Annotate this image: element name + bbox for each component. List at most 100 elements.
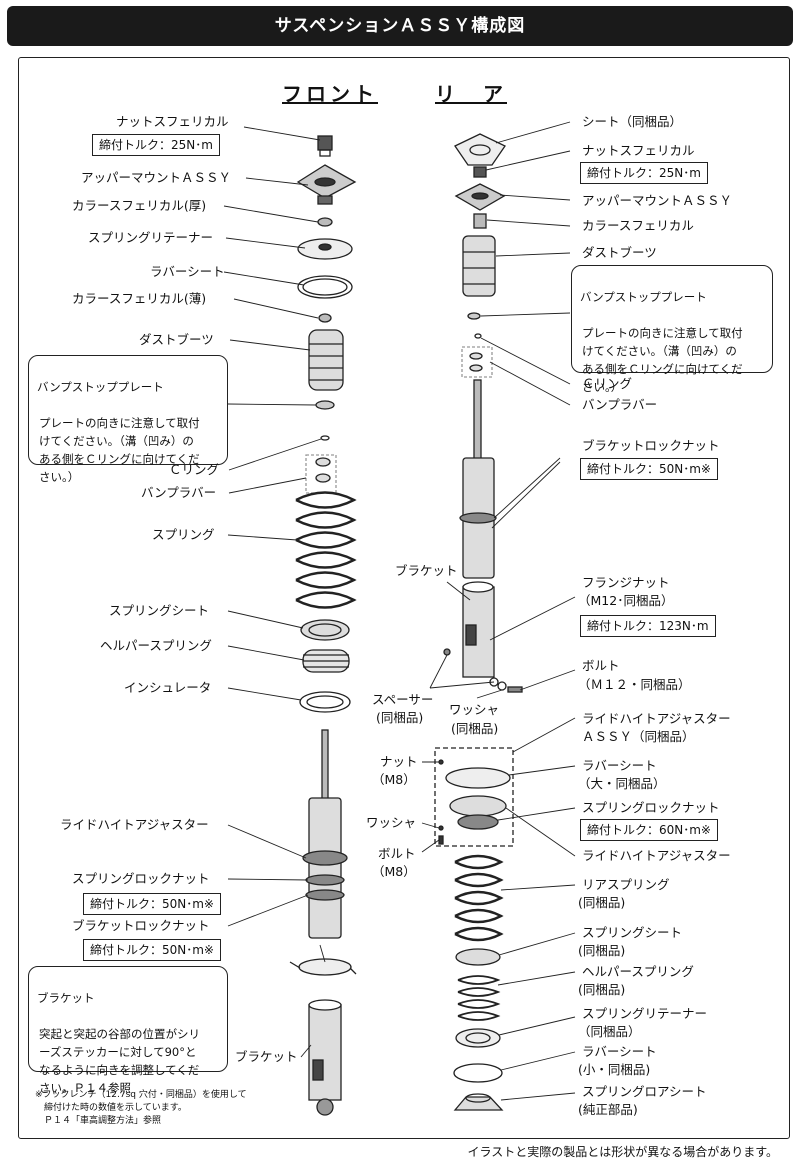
- rear-c-ring-label: Ｃリング: [582, 376, 633, 391]
- rear-dust-boots-label: ダストブーツ: [582, 245, 657, 260]
- rear-flange-nut-sub: （M12･同梱品）: [578, 593, 674, 608]
- front-spring-retainer: [297, 238, 353, 260]
- front-damper: [302, 729, 348, 939]
- rear-bolt-m8-sub: （M8）: [372, 864, 416, 879]
- front-insulator: [299, 691, 351, 713]
- rear-bolt-sub: （Ｍ１２・同梱品）: [578, 677, 691, 692]
- front-spring-seat: [300, 619, 350, 641]
- rear-ride-height-label: ライドハイトアジャスター: [582, 848, 731, 863]
- front-c-ring-label: Ｃリング: [169, 462, 220, 477]
- front-bracket-note-text: 突起と突起の谷部の位置がシリ ーズステッカーに対して90°と なるように向きを調…: [39, 1027, 200, 1095]
- rear-damper: [459, 379, 497, 579]
- rear-washer-sub: (同梱品): [451, 721, 499, 736]
- front-spring-seat-label: スプリングシート: [109, 603, 210, 618]
- rear-bracket: [462, 581, 495, 678]
- disclaimer: イラストと実際の製品とは形状が異なる場合があります。: [467, 1145, 778, 1159]
- rear-bump-plate: [467, 312, 481, 320]
- rear-lower-seat: [453, 1093, 504, 1111]
- rear-spring-label: リアスプリング: [582, 877, 670, 892]
- rear-washer-label: ワッシャ: [449, 702, 500, 717]
- rear-spring-retainer-label: スプリングリテーナー: [582, 1006, 708, 1021]
- front-helper-spring-label: ヘルパースプリング: [100, 638, 212, 653]
- rear-spring-lock-nut-label: スプリングロックナット: [582, 800, 720, 815]
- front-nut-spherical: [317, 135, 333, 157]
- front-collar-thick: [317, 217, 333, 227]
- rear-flange-nut-label: フランジナット: [582, 575, 670, 590]
- rear-heading: リ ア: [435, 82, 507, 106]
- rear-spacer-sub: (同梱品): [376, 710, 424, 725]
- rear-bracket-lock-nut-label: ブラケットロックナット: [582, 438, 720, 453]
- rear-bolt: [507, 686, 523, 693]
- front-spring: [295, 491, 357, 609]
- front-rubber-seat: [297, 275, 353, 299]
- front-insulator-label: インシュレータ: [124, 680, 212, 695]
- front-bracket-label: ブラケット: [235, 1049, 298, 1064]
- front-bracket-lock-nut-label: ブラケットロックナット: [72, 918, 210, 933]
- front-rubber-seat-label: ラバーシート: [150, 264, 225, 279]
- rear-rubber-small: [453, 1063, 503, 1083]
- footnote: ※フックレンチ（12.7sq 穴付・同梱品）を使用して 締付けた時の数値を示して…: [35, 1090, 247, 1126]
- rear-collar: [473, 213, 487, 229]
- rear-helper-spring: [457, 975, 501, 1021]
- rear-lower-seat-sub: (純正部品): [578, 1102, 638, 1117]
- rear-rha-assy-label: ライドハイトアジャスター: [582, 711, 731, 726]
- rear-nut-label: ナットスフェリカル: [582, 143, 695, 158]
- rear-collar-label: カラースフェリカル: [582, 218, 694, 233]
- rear-washer: [497, 681, 507, 691]
- front-bracket-lock-torque: 締付トルク：50N･m※: [83, 939, 221, 961]
- rear-spring-seat-sub: (同梱品): [578, 943, 626, 958]
- front-bracket-ring: [289, 958, 357, 976]
- rear-rubber-small-label: ラバーシート: [582, 1044, 657, 1059]
- front-ride-height-label: ライドハイトアジャスター: [60, 817, 209, 832]
- front-bracket-note-title: ブラケット: [37, 991, 95, 1005]
- rear-spacer-label: スペーサー: [372, 692, 434, 707]
- rear-spacer-left: [443, 648, 451, 656]
- front-nut-label: ナットスフェリカル: [116, 114, 229, 129]
- front-spring-retainer-label: スプリングリテーナー: [88, 230, 214, 245]
- rear-sheet-label: シート（同梱品）: [582, 114, 683, 129]
- front-bump-plate-note-text: プレートの向きに注意して取付 けてください。（溝（凹み）の ある側をＣリングに向…: [39, 416, 200, 484]
- rear-rubber-large-sub: （大・同梱品）: [578, 776, 666, 791]
- rear-sheet: [454, 133, 506, 166]
- front-bump-plate-note: バンプストッププレート プレートの向きに注意して取付 けてください。（溝（凹み）…: [28, 355, 228, 484]
- front-dust-boots: [308, 329, 344, 391]
- rear-lower-seat-label: スプリングロアシート: [582, 1084, 707, 1099]
- front-upper-mount-label: アッパーマウントＡＳＳＹ: [81, 170, 232, 185]
- front-upper-mount: [296, 164, 357, 205]
- front-collar-thin: [318, 313, 332, 323]
- rear-upper-mount-label: アッパーマウントＡＳＳＹ: [582, 193, 733, 208]
- rear-bump-plate-note-title: バンプストッププレート: [580, 290, 707, 304]
- rear-rubber-small-sub: (小・同梱品): [578, 1062, 651, 1077]
- front-bracket-note: ブラケット 突起と突起の谷部の位置がシリ ーズステッカーに対して90°と なるよ…: [28, 966, 228, 1095]
- rear-helper-spring-label: ヘルパースプリング: [582, 964, 694, 979]
- front-c-ring: [320, 435, 330, 441]
- rear-bump-plate-note: バンプストッププレート プレートの向きに注意して取付 けてください。（溝（凹み）…: [571, 265, 773, 394]
- rear-spring-seat: [455, 948, 501, 966]
- front-bump-plate: [315, 400, 335, 410]
- rear-spring-retainer-sub: （同梱品）: [578, 1024, 641, 1039]
- rear-c-ring: [474, 333, 482, 339]
- front-spring-label: スプリング: [152, 527, 215, 542]
- rear-flange-torque: 締付トルク：123N･m: [580, 615, 716, 637]
- rear-bolt-m8-label: ボルト: [378, 846, 416, 861]
- rear-dust-boots: [462, 235, 496, 297]
- rear-bump-rubber-label: バンプラバー: [582, 397, 658, 412]
- rear-nut-torque: 締付トルク：25N･m: [580, 162, 708, 184]
- rear-bracket-label: ブラケット: [395, 563, 458, 578]
- front-bracket: [308, 999, 342, 1116]
- front-spring-lock-nut-label: スプリングロックナット: [72, 871, 210, 886]
- front-nut-torque: 締付トルク：25N･m: [92, 134, 220, 156]
- rear-spring-lock-torque: 締付トルク：60N･m※: [580, 819, 718, 841]
- rear-rubber-large: [445, 767, 511, 789]
- rear-ride-height-adjuster: [449, 795, 507, 830]
- rear-nut-spherical: [473, 166, 487, 178]
- rear-bump-plate-note-text: プレートの向きに注意して取付 けてください。（溝（凹み）の ある側をＣリングに向…: [582, 326, 743, 394]
- rear-nut-m8-sub: （M8）: [372, 772, 416, 787]
- front-bump-plate-note-title: バンプストッププレート: [37, 380, 164, 394]
- front-bump-rubber-label: バンプラバー: [141, 485, 217, 500]
- front-helper-spring: [302, 649, 350, 673]
- front-dust-boots-label: ダストブーツ: [139, 332, 214, 347]
- rear-rubber-large-label: ラバーシート: [582, 758, 657, 773]
- front-collar-thin-label: カラースフェリカル(薄): [72, 291, 207, 306]
- rear-bolt-label: ボルト: [582, 658, 620, 673]
